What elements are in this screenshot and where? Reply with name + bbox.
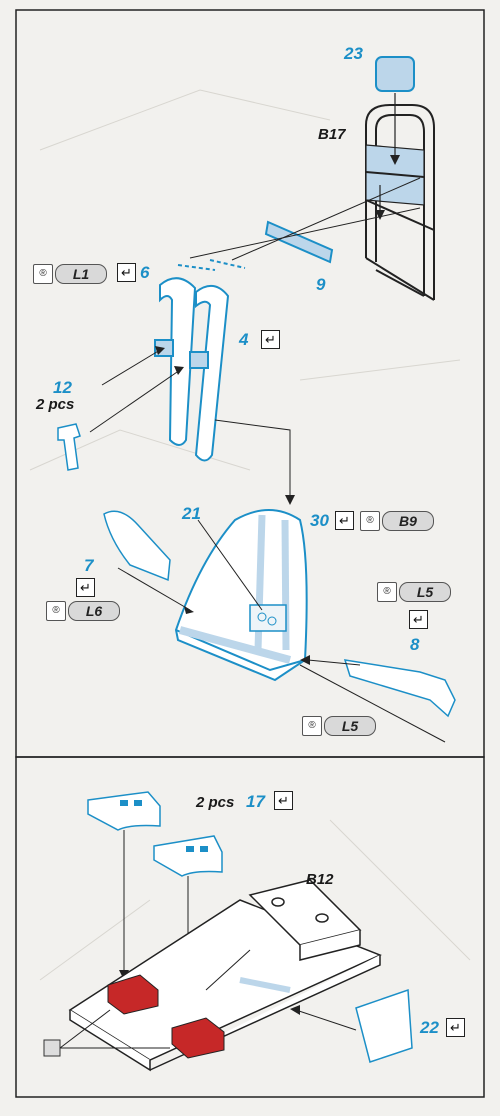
registered-icon: ®	[33, 264, 53, 284]
resin-blocks	[107, 974, 225, 1059]
lower-frame	[15, 756, 485, 1098]
label-part-6: 6	[140, 263, 150, 282]
label-part-23: 23	[344, 44, 363, 63]
label-two-pcs: 2 pcs	[36, 396, 75, 413]
floor-b12	[68, 879, 382, 1072]
part-8-shape	[343, 659, 456, 718]
bend-icon: ↵	[117, 263, 136, 282]
registered-icon: ®	[360, 511, 380, 531]
registered-icon: ®	[46, 601, 66, 621]
bend-icon: ↵	[446, 1018, 465, 1037]
bend-icon: ↵	[274, 791, 293, 810]
belt-assembly	[154, 259, 246, 462]
label-part-4: 4	[239, 330, 249, 349]
label-two-pcs: 2 pcs	[196, 794, 235, 811]
label-part-21: 21	[182, 504, 201, 523]
bend-icon: ↵	[76, 578, 95, 597]
registered-icon: ®	[302, 716, 322, 736]
bend-icon: ↵	[409, 610, 428, 629]
label-part-17: 17	[246, 792, 265, 811]
part-12-shape	[57, 423, 81, 471]
bend-icon: ↵	[335, 511, 354, 530]
seat-pan-21	[174, 509, 308, 682]
label-part-30: 30	[310, 511, 329, 530]
texture-icon	[43, 1039, 61, 1057]
label-part-22: 22	[420, 1018, 439, 1037]
seat-frame-b17	[365, 104, 435, 301]
part-23-shape	[375, 56, 415, 92]
part-7-shape	[103, 510, 171, 582]
bend-icon: ↵	[261, 330, 280, 349]
label-b12: B12	[306, 871, 334, 888]
label-part-12: 12	[53, 378, 72, 397]
part-9-shape	[264, 220, 334, 264]
label-part-7: 7	[84, 556, 94, 575]
part-22-shape	[355, 988, 413, 1063]
label-b17: B17	[318, 126, 346, 143]
label-part-9: 9	[316, 275, 326, 294]
part-17-shapes	[87, 791, 223, 877]
label-part-8: 8	[410, 635, 420, 654]
registered-icon: ®	[377, 582, 397, 602]
